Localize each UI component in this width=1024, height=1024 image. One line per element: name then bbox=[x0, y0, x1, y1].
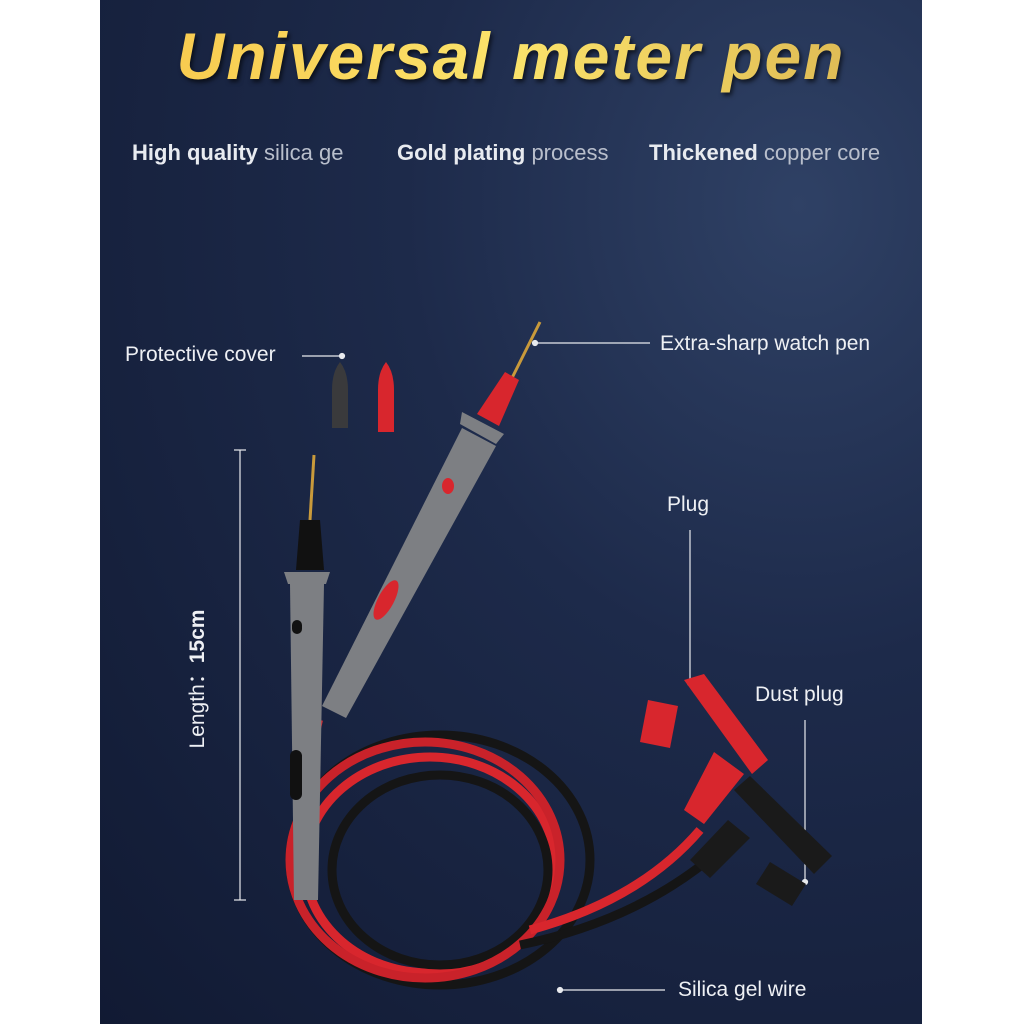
feature-gold: Gold plating process bbox=[397, 140, 608, 166]
black-probe bbox=[284, 454, 330, 900]
feature-bold: Thickened bbox=[649, 140, 758, 165]
feature-bold: Gold plating bbox=[397, 140, 526, 165]
red-probe bbox=[322, 321, 542, 718]
label-dust-plug: Dust plug bbox=[755, 683, 844, 706]
feature-light: copper core bbox=[757, 140, 881, 165]
label-extra-sharp: Extra-sharp watch pen bbox=[660, 332, 871, 355]
length-prefix: Length： bbox=[186, 663, 209, 749]
feature-light: silica ge bbox=[257, 140, 344, 165]
page-title: Universal meter pen bbox=[100, 18, 922, 94]
cable-loops bbox=[285, 719, 723, 990]
background-panel bbox=[100, 0, 922, 1024]
label-length: Length：15cm bbox=[181, 579, 211, 779]
length-value: 15cm bbox=[186, 609, 209, 664]
label-plug: Plug bbox=[667, 493, 710, 516]
feature-light: process bbox=[525, 140, 609, 165]
label-protective-cover: Protective cover bbox=[125, 343, 276, 366]
plugs bbox=[640, 674, 832, 906]
red-cover bbox=[378, 362, 394, 432]
black-cover bbox=[332, 362, 348, 428]
label-silica-wire: Silica gel wire bbox=[678, 978, 807, 1001]
feature-silica: High quality silica ge bbox=[132, 140, 343, 166]
feature-bold: High quality bbox=[132, 140, 258, 165]
feature-copper: Thickened copper core bbox=[649, 140, 880, 166]
